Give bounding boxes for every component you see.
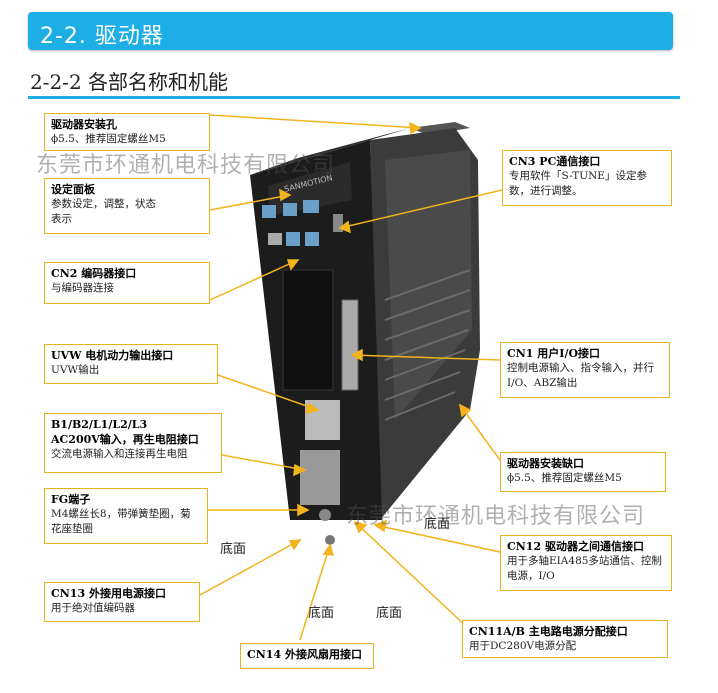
callout-desc: 与编码器连接: [51, 282, 114, 294]
callout-cn14: CN14 外接风扇用接口: [240, 643, 374, 669]
callout-power: B1/B2/L1/L2/L3 AC200V输入，再生电阻接口 交流电源输入和连接…: [44, 413, 222, 473]
panel-buttons: [262, 200, 319, 246]
callout-desc: ϕ5.5、推荐固定螺丝M5: [507, 472, 622, 484]
bottom-label: 底面: [376, 606, 403, 621]
callout-title: 驱动器安装孔: [51, 118, 117, 131]
callout-title: B1/B2/L1/L2/L3: [51, 418, 148, 431]
callout-title: UVW 电机动力输出接口: [51, 349, 174, 362]
heatsink-fins: [384, 269, 471, 421]
callout-title: CN3 PC通信接口: [509, 155, 601, 168]
header-title: 2-2. 驱动器: [40, 24, 164, 49]
callout-title: CN1 用户I/O接口: [507, 347, 601, 360]
callout-desc: 用于多轴EIA485多站通信、控制电源，I/O: [507, 555, 662, 582]
callout-title: 驱动器安装缺口: [507, 457, 584, 470]
callout-title: AC200V输入，再生电阻接口: [51, 433, 199, 446]
display-window: [268, 162, 352, 216]
callout-desc: 交流电源输入和连接再生电阻: [51, 448, 188, 460]
callout-uvw: UVW 电机动力输出接口 UVW输出: [44, 344, 218, 384]
power-terminal: [300, 450, 340, 505]
watermark: 东莞市环通机电科技有限公司: [346, 504, 646, 529]
section-rule: [28, 96, 680, 99]
callout-cn1: CN1 用户I/O接口 控制电源输入、指令输入，并行I/O、ABZ输出: [500, 342, 670, 398]
callout-title: CN2 编码器接口: [51, 267, 137, 280]
callout-title: CN14 外接风扇用接口: [247, 648, 362, 661]
callout-title: CN12 驱动器之间通信接口: [507, 540, 644, 553]
callout-fg: FG端子 M4螺丝长8，带弹簧垫圈，菊花座垫圈: [44, 488, 208, 544]
callout-cn12: CN12 驱动器之间通信接口 用于多轴EIA485多站通信、控制电源，I/O: [500, 535, 672, 591]
callout-notch: 驱动器安装缺口 ϕ5.5、推荐固定螺丝M5: [500, 452, 666, 492]
callout-desc: M4螺丝长8，带弹簧垫圈，菊花座垫圈: [51, 508, 191, 535]
watermark: 东莞市环通机电科技有限公司: [36, 153, 336, 178]
callout-title: 设定面板: [51, 183, 95, 196]
callout-mount-hole: 驱动器安装孔 ϕ5.5、推荐固定螺丝M5: [44, 113, 210, 151]
callout-title: CN11A/B 主电路电源分配接口: [469, 625, 628, 638]
cn3-port: [333, 214, 343, 232]
callout-desc: 参数设定，调整，状态表示: [51, 198, 156, 225]
callout-title: FG端子: [51, 493, 91, 506]
callout-desc: 用于绝对值编码器: [51, 602, 135, 614]
callout-cn11: CN11A/B 主电路电源分配接口 用于DC280V电源分配: [462, 620, 668, 658]
cn2-area: [282, 269, 334, 391]
callout-panel: 设定面板 参数设定，调整，状态表示: [44, 178, 210, 234]
bottom-label: 底面: [220, 542, 247, 557]
callout-cn2: CN2 编码器接口 与编码器连接: [44, 262, 210, 304]
callout-desc: UVW输出: [51, 364, 100, 376]
callout-desc: ϕ5.5、推荐固定螺丝M5: [51, 133, 166, 145]
fg-screw: [319, 509, 331, 521]
cn1-connector: [341, 299, 359, 391]
header-banner: 2-2. 驱动器: [28, 12, 673, 50]
callout-cn13: CN13 外接用电源接口 用于绝对值编码器: [44, 582, 200, 622]
callout-desc: 专用软件「S-TUNE」设定参数，进行调整。: [509, 170, 647, 197]
callout-desc: 控制电源输入、指令输入，并行I/O、ABZ输出: [507, 362, 654, 389]
bottom-label: 底面: [308, 606, 335, 621]
mount-tab: [410, 122, 470, 135]
callout-desc: 用于DC280V电源分配: [469, 640, 577, 652]
section-title: 2-2-2 各部名称和机能: [30, 70, 229, 94]
callout-title: CN13 外接用电源接口: [51, 587, 166, 600]
callout-cn3: CN3 PC通信接口 专用软件「S-TUNE」设定参数，进行调整。: [502, 150, 672, 206]
bottom-label: 底面: [424, 517, 451, 532]
